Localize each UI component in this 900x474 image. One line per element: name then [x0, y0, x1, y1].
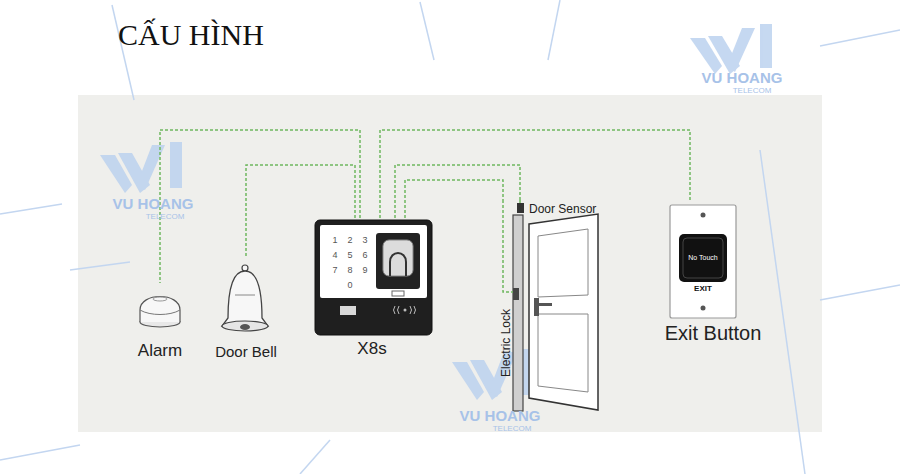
- keypad-digit: 3: [362, 236, 367, 246]
- device-label: Door Sensor: [529, 203, 596, 216]
- page-title: CẤU HÌNH: [118, 18, 264, 51]
- device-label: Alarm: [138, 342, 182, 361]
- door-bell-device: Door Bell: [205, 258, 287, 366]
- watermark: VU HOANG: [460, 408, 541, 425]
- button-caption: No Touch: [688, 254, 717, 262]
- keypad-digit: 2: [347, 236, 352, 246]
- watermark: TELECOM: [146, 213, 185, 222]
- signal-wire: [405, 180, 503, 218]
- device-label: Exit Button: [665, 322, 762, 344]
- keypad-digit: 0: [347, 281, 352, 291]
- panel-ground: [78, 95, 822, 432]
- exit-button: Exit Button: [650, 200, 775, 350]
- keypad-digit: 8: [347, 266, 352, 276]
- keypad-digit: 4: [332, 251, 337, 261]
- keypad-digit: 1: [332, 236, 337, 246]
- keypad-digit: 6: [362, 251, 367, 261]
- keypad-digit: 5: [347, 251, 352, 261]
- alarm-device: Alarm: [125, 283, 197, 368]
- device-label: X8s: [357, 340, 386, 359]
- keypad-digit: 9: [362, 266, 367, 276]
- x8s-terminal: X8s: [312, 218, 434, 366]
- device-label: Door Bell: [215, 344, 277, 361]
- signal-wire: [380, 130, 690, 218]
- door-assembly-drawing: [495, 200, 605, 415]
- button-caption: EXIT: [694, 285, 712, 294]
- vertical-label: Electric Lock: [500, 309, 513, 377]
- door-assembly: Door SensorElectric Lock: [495, 200, 605, 415]
- watermark-logos: [100, 24, 772, 400]
- watermark: VU HOANG: [113, 196, 194, 213]
- watermark: TELECOM: [733, 87, 772, 96]
- watermark: VU HOANG: [702, 70, 783, 87]
- signal-wire: [395, 165, 520, 218]
- keypad-digit: 7: [332, 266, 337, 276]
- watermark: TELECOM: [493, 425, 532, 434]
